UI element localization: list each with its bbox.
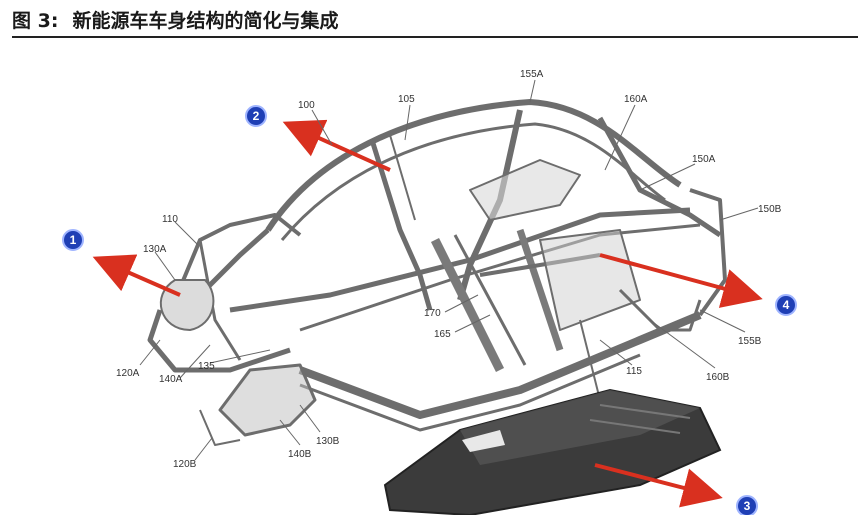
label-130b: 130B	[316, 436, 340, 447]
body-frame	[147, 99, 727, 446]
caption-divider	[12, 36, 858, 38]
figure-number: 图 3:	[12, 9, 59, 32]
label-140a: 140A	[159, 374, 183, 385]
numbered-badges: 1 2 3 4	[62, 105, 797, 517]
badge-1: 1	[62, 229, 84, 251]
svg-text:3: 3	[744, 499, 751, 513]
arrow-4	[599, 253, 763, 308]
label-155b: 155B	[738, 336, 762, 347]
arrow-3	[594, 463, 723, 508]
svg-text:4: 4	[783, 298, 790, 312]
label-130a: 130A	[143, 244, 167, 255]
label-150b: 150B	[758, 204, 782, 215]
leader-lines	[139, 79, 759, 461]
label-120b: 120B	[173, 459, 197, 470]
svg-text:1: 1	[70, 233, 77, 247]
label-100: 100	[298, 100, 315, 111]
battery-pack	[383, 388, 722, 517]
label-135: 135	[198, 361, 215, 372]
label-105: 105	[398, 94, 415, 105]
label-160a: 160A	[624, 94, 648, 105]
label-170: 170	[424, 308, 441, 319]
arrow-1	[92, 254, 181, 297]
label-140b: 140B	[288, 449, 312, 460]
figure-title: 新能源车车身结构的简化与集成	[72, 9, 339, 32]
figure-caption: 图 3: 新能源车车身结构的简化与集成	[12, 4, 338, 34]
label-160b: 160B	[706, 372, 730, 383]
direction-arrows	[92, 119, 763, 508]
arrow-2	[282, 119, 391, 172]
label-110: 110	[162, 214, 178, 225]
label-150a: 150A	[692, 154, 716, 165]
label-165: 165	[434, 329, 451, 340]
badge-2: 2	[245, 105, 267, 127]
callout-labels: 155A 100 105 160A 150A 150B 110 130A 170…	[116, 69, 782, 470]
label-115: 115	[626, 366, 642, 377]
badge-4: 4	[775, 294, 797, 316]
svg-text:2: 2	[253, 109, 260, 123]
car-body-structure-diagram: 155A 100 105 160A 150A 150B 110 130A 170…	[0, 40, 858, 517]
label-120a: 120A	[116, 368, 140, 379]
label-155a: 155A	[520, 69, 544, 80]
badge-3: 3	[736, 495, 758, 517]
